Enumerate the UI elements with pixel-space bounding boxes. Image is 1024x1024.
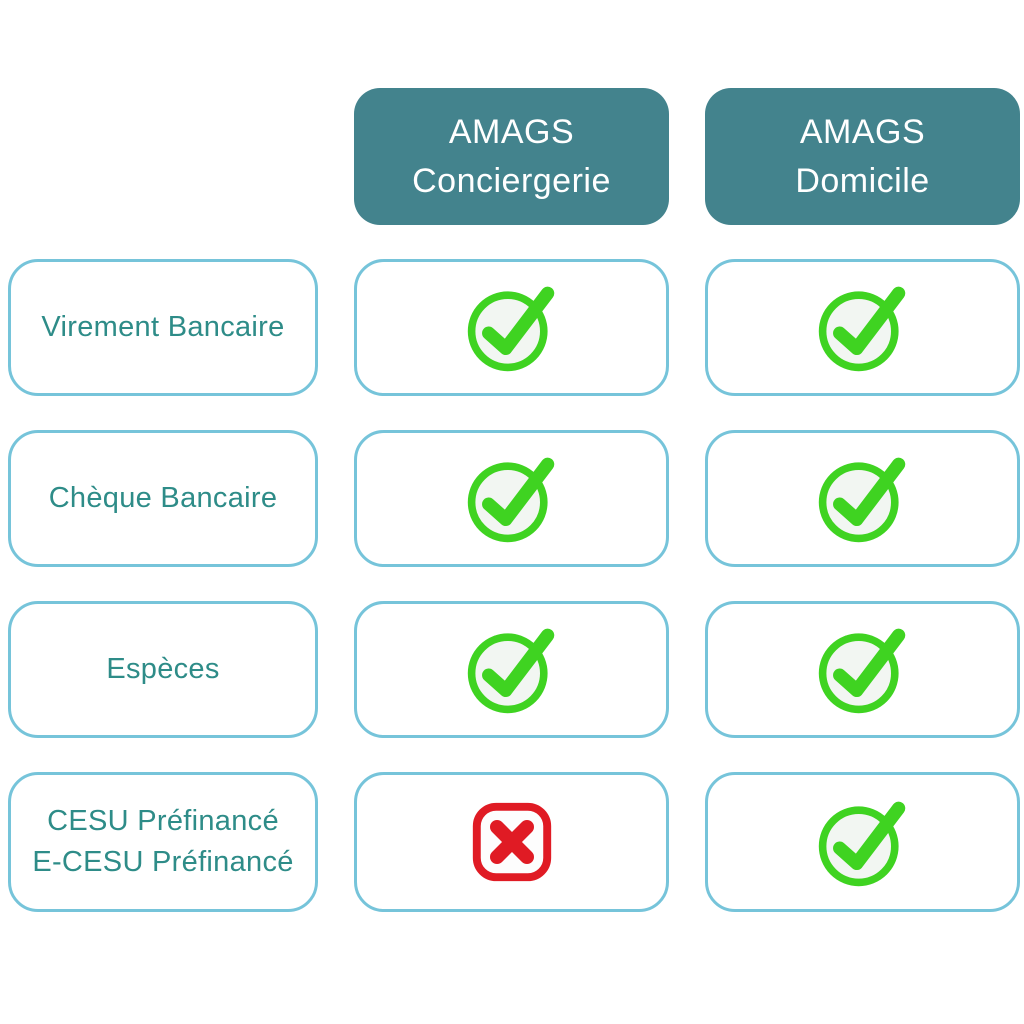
table-cell: [705, 772, 1020, 912]
check-icon: [464, 451, 559, 546]
check-icon: [815, 795, 910, 890]
row-label-text: Chèque Bancaire: [48, 482, 278, 515]
check-icon: [815, 622, 910, 717]
check-icon: [815, 280, 910, 375]
check-icon: [464, 622, 559, 717]
table-cell: [354, 601, 669, 738]
check-icon: [464, 280, 559, 375]
table-cell: [354, 772, 669, 912]
table-cell: [354, 259, 669, 396]
cross-icon: [468, 798, 556, 886]
table-cell: [705, 259, 1020, 396]
row-label-cheque-bancaire: Chèque Bancaire: [8, 430, 318, 567]
column-header-line: Domicile: [795, 161, 930, 200]
table-cell: [705, 601, 1020, 738]
column-header-line: AMAGS: [799, 113, 926, 152]
empty-corner-cell: [8, 88, 318, 225]
row-label-text: CESU Préfinancé: [47, 805, 279, 838]
payment-comparison-table: AMAGS Conciergerie AMAGS Domicile Vireme…: [8, 88, 1020, 912]
table-cell: [354, 430, 669, 567]
row-label-text: E-CESU Préfinancé: [32, 846, 294, 878]
row-label-cesu-prefinance: CESU Préfinancé E-CESU Préfinancé: [8, 772, 318, 912]
row-label-text: Espèces: [106, 653, 220, 686]
column-header-amags-domicile: AMAGS Domicile: [705, 88, 1020, 225]
row-label-text: Virement Bancaire: [41, 311, 285, 344]
row-label-especes: Espèces: [8, 601, 318, 738]
column-header-line: Conciergerie: [412, 161, 611, 200]
row-label-virement-bancaire: Virement Bancaire: [8, 259, 318, 396]
column-header-amags-conciergerie: AMAGS Conciergerie: [354, 88, 669, 225]
check-icon: [815, 451, 910, 546]
column-header-line: AMAGS: [448, 113, 575, 152]
table-cell: [705, 430, 1020, 567]
